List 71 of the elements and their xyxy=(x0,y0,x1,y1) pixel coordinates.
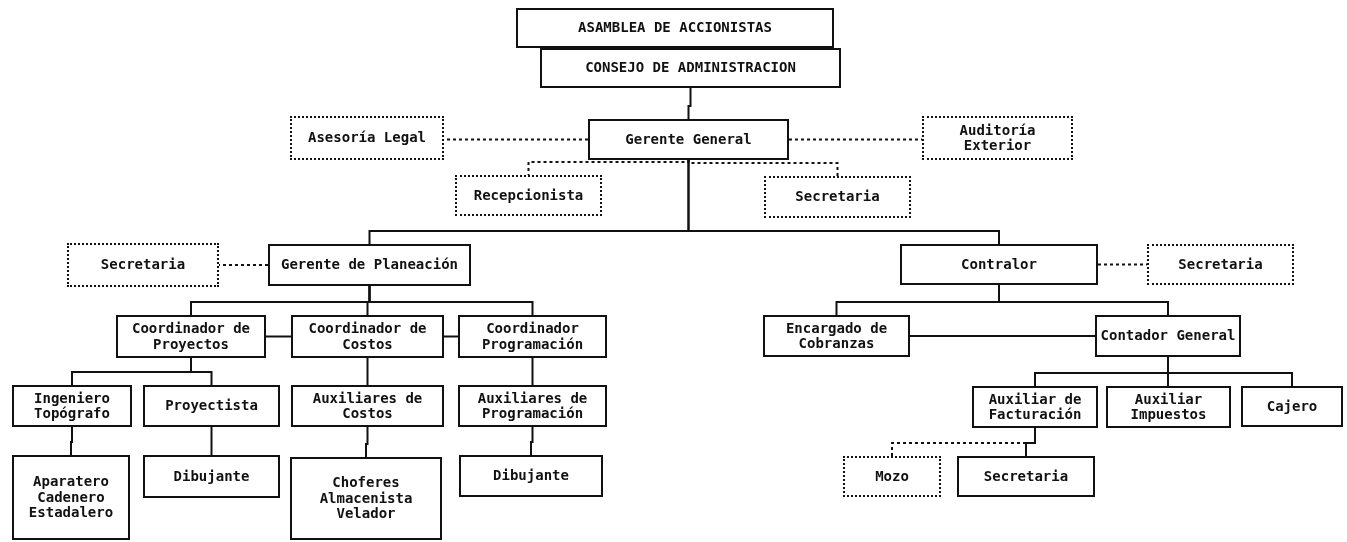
connector-line xyxy=(1167,356,1293,387)
position-box xyxy=(458,385,607,427)
position-title: Asesoría Legal xyxy=(308,130,426,146)
position-box xyxy=(291,385,444,427)
position-title: Contralor xyxy=(961,256,1037,273)
staff-position-box xyxy=(764,176,911,218)
position-title: Coordinador Programación xyxy=(480,321,585,352)
position-title: Gerente General xyxy=(625,131,752,148)
position-box xyxy=(1106,386,1231,428)
position-title: Auxiliares de Costos xyxy=(311,390,424,422)
position-box xyxy=(516,8,834,48)
position-box xyxy=(900,244,1098,285)
connector-line xyxy=(531,357,534,386)
position-title: Proyectista xyxy=(165,398,258,414)
position-box xyxy=(12,385,132,427)
position-title: Secretaria xyxy=(100,257,186,273)
position-box xyxy=(116,315,266,358)
connector-line xyxy=(210,426,213,456)
staff-position-box xyxy=(455,175,602,216)
position-box xyxy=(291,315,444,358)
position-title: Secretaria xyxy=(983,468,1069,485)
position-title: Auxiliares de Programación xyxy=(476,390,589,422)
connector-line xyxy=(909,335,1096,337)
position-box xyxy=(143,385,280,427)
position-box xyxy=(459,455,603,497)
position-box xyxy=(972,386,1098,428)
connector-line xyxy=(530,426,534,456)
staff-position-box xyxy=(1147,244,1294,285)
staff-position-box xyxy=(922,116,1073,160)
position-title: Secretaria xyxy=(1178,256,1263,273)
position-box xyxy=(458,315,607,358)
position-title: Cajero xyxy=(1266,398,1318,415)
position-title: ASAMBLEA DE ACCIONISTAS xyxy=(578,20,772,36)
connector-line xyxy=(365,426,369,458)
position-box xyxy=(540,48,841,88)
position-title: Contador General xyxy=(1100,328,1236,344)
position-box xyxy=(763,315,910,357)
connector-line xyxy=(368,285,534,316)
connector-line xyxy=(366,357,369,386)
position-title: Auxiliar Impuestos xyxy=(1129,391,1208,423)
staff-position-box xyxy=(843,456,941,497)
position-title: Encargado de Cobranzas xyxy=(784,320,889,352)
position-title: CONSEJO DE ADMINISTRACION xyxy=(585,60,796,76)
position-title: Coordinador de Proyectos xyxy=(131,321,251,352)
position-title: Dibujante xyxy=(173,468,250,485)
connector-line xyxy=(443,335,459,338)
connector-line xyxy=(70,426,73,456)
position-title: Coordinador de Costos xyxy=(307,321,428,352)
position-box xyxy=(12,455,130,540)
position-title: Gerente de Planeación xyxy=(281,257,458,273)
connector-line xyxy=(687,159,1000,245)
position-box xyxy=(588,119,789,160)
position-title: Secretaria xyxy=(795,189,880,205)
connector-line xyxy=(687,87,692,120)
position-title: Auxiliar de Facturación xyxy=(987,391,1083,423)
position-box xyxy=(143,455,280,498)
position-box xyxy=(268,244,471,286)
position-title: Aparatero Cadenero Estadalero xyxy=(27,474,115,521)
position-box xyxy=(1095,315,1241,357)
position-title: Dibujante xyxy=(493,468,569,484)
position-box xyxy=(290,457,442,540)
position-title: Ingeniero Topógrafo xyxy=(33,390,111,422)
position-box xyxy=(1241,386,1343,427)
staff-position-box xyxy=(290,116,444,160)
connector-line xyxy=(265,335,292,338)
position-title: Auditoría Exterior xyxy=(958,122,1037,154)
position-title: Mozo xyxy=(875,468,909,485)
position-title: Choferes Almacenista Velador xyxy=(318,475,414,522)
position-box xyxy=(957,456,1095,497)
position-title: Recepcionista xyxy=(473,187,584,204)
staff-position-box xyxy=(67,243,219,287)
